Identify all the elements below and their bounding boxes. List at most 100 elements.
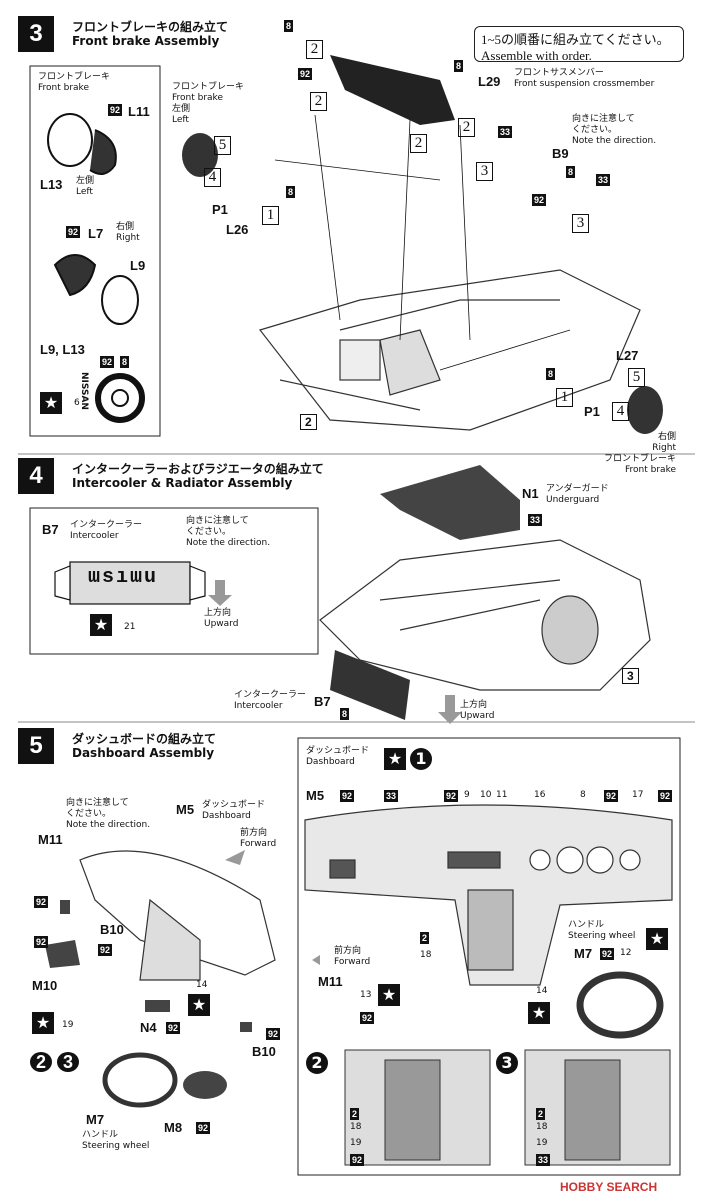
part-B7: B7 xyxy=(42,522,59,537)
decal-star-icon: ★ xyxy=(188,994,210,1016)
chassis-step4 xyxy=(319,539,651,691)
rp-num: 11 xyxy=(496,790,508,800)
order-2c: 2 xyxy=(410,134,427,153)
order-2d: 2 xyxy=(458,118,475,137)
decal-6: 6 xyxy=(74,398,80,408)
part-M7: M7 xyxy=(86,1112,105,1127)
rp-num: 8 xyxy=(580,790,586,800)
brake-disc-decal xyxy=(95,373,145,423)
rp-num: 92 xyxy=(444,790,459,802)
decal-star-icon: ★ xyxy=(378,984,400,1006)
part-P1: P1 xyxy=(212,202,228,217)
part-M11: M11 xyxy=(38,832,63,847)
order-2b: 2 xyxy=(310,92,327,111)
paint-92: 92 xyxy=(66,226,81,238)
rp-num: 92 xyxy=(604,790,619,802)
v2-num: 92 xyxy=(350,1154,365,1166)
rp-13: 13 xyxy=(360,990,372,1000)
paint-33: 33 xyxy=(498,126,513,138)
part-M5: M5 xyxy=(176,802,195,817)
paint-8: 8 xyxy=(566,166,576,178)
part-L29: L29 xyxy=(478,74,501,89)
paint-8: 8 xyxy=(454,60,464,72)
step-title-jp: ダッシュボードの組み立て xyxy=(72,732,217,746)
rp-num: 92 xyxy=(340,790,355,802)
decal-19: 19 xyxy=(62,1020,74,1030)
order-5b: 5 xyxy=(628,368,645,387)
steering-wheel-right xyxy=(576,971,664,1039)
variant-2-icon: 2 xyxy=(306,1052,328,1074)
part-B10: B10 xyxy=(100,922,124,937)
paint-92: 92 xyxy=(600,948,615,960)
rp-num: 9 xyxy=(464,790,470,800)
rp-num: 16 xyxy=(534,790,546,800)
ref-3: 3 xyxy=(622,668,639,684)
decal-21: 21 xyxy=(124,622,136,632)
step-title-jp: フロントブレーキの組み立て xyxy=(72,20,229,34)
decal-star-icon: ★ xyxy=(90,614,112,636)
paint-92: 92 xyxy=(34,896,49,908)
rp-num: 92 xyxy=(658,790,673,802)
rp-12: 12 xyxy=(620,948,632,958)
rp-14: 14 xyxy=(536,986,548,996)
watermark: HOBBY SEARCH xyxy=(560,1180,658,1194)
rp-num: 17 xyxy=(632,790,644,800)
rp-2: 2 xyxy=(420,932,430,944)
step-title-en: Intercooler & Radiator Assembly xyxy=(72,476,293,490)
order-3: 3 xyxy=(476,162,493,181)
part-L13: L13 xyxy=(40,177,63,192)
part-B10b: B10 xyxy=(252,1044,276,1059)
underguard-drawing xyxy=(380,465,520,540)
decal-star-icon: ★ xyxy=(40,392,62,414)
v2-num: 18 xyxy=(350,1122,362,1132)
order-note-jp: 1~5の順番に組み立てください。 xyxy=(481,32,670,47)
knob-drawing xyxy=(45,900,252,1099)
order-5: 5 xyxy=(214,136,231,155)
v3-num: 18 xyxy=(536,1122,548,1132)
order-4: 4 xyxy=(204,168,221,187)
decal-14: 14 xyxy=(196,980,208,990)
paint-92: 92 xyxy=(100,356,115,368)
decal-star-icon: ★ xyxy=(528,1002,550,1024)
rp-18: 18 xyxy=(420,950,432,960)
paint-8: 8 xyxy=(340,708,350,720)
rp-part-M7: M7 xyxy=(574,946,593,961)
order-note: 1~5の順番に組み立てください。 Assemble with order. xyxy=(474,26,684,63)
paint-33: 33 xyxy=(528,514,543,526)
paint-8: 8 xyxy=(546,368,556,380)
part-L9-L13: L9, L13 xyxy=(40,342,85,357)
paint-8: 8 xyxy=(120,356,130,368)
order-1: 1 xyxy=(262,206,279,225)
step-number: 3 xyxy=(18,16,54,52)
order-note-en: Assemble with order. xyxy=(481,48,592,63)
decal-star-icon: ★ xyxy=(384,748,406,770)
ref-2: 2 xyxy=(300,414,317,430)
brake-disc-right xyxy=(53,254,139,325)
console-view-2 xyxy=(344,1049,491,1166)
step-number: 5 xyxy=(18,728,54,764)
order-2: 2 xyxy=(306,40,323,59)
v3-num: 2 xyxy=(536,1108,546,1120)
part-N4: N4 xyxy=(140,1020,157,1035)
paint-92: 92 xyxy=(532,194,547,206)
dashboard-left xyxy=(79,850,276,981)
part-L26: L26 xyxy=(226,222,249,237)
part-B9: B9 xyxy=(552,146,569,161)
step-title-en: Front brake Assembly xyxy=(72,34,220,48)
step-title-jp: インタークーラーおよびラジエータの組み立て xyxy=(72,462,324,476)
intercooler-drawing xyxy=(330,650,410,720)
part-L11: L11 xyxy=(128,104,150,119)
steering-wheel-left xyxy=(102,1052,178,1108)
part-P1b: P1 xyxy=(584,404,600,419)
paint-8: 8 xyxy=(284,20,294,32)
crossmember-drawing xyxy=(330,55,455,125)
paint-92: 92 xyxy=(166,1022,181,1034)
